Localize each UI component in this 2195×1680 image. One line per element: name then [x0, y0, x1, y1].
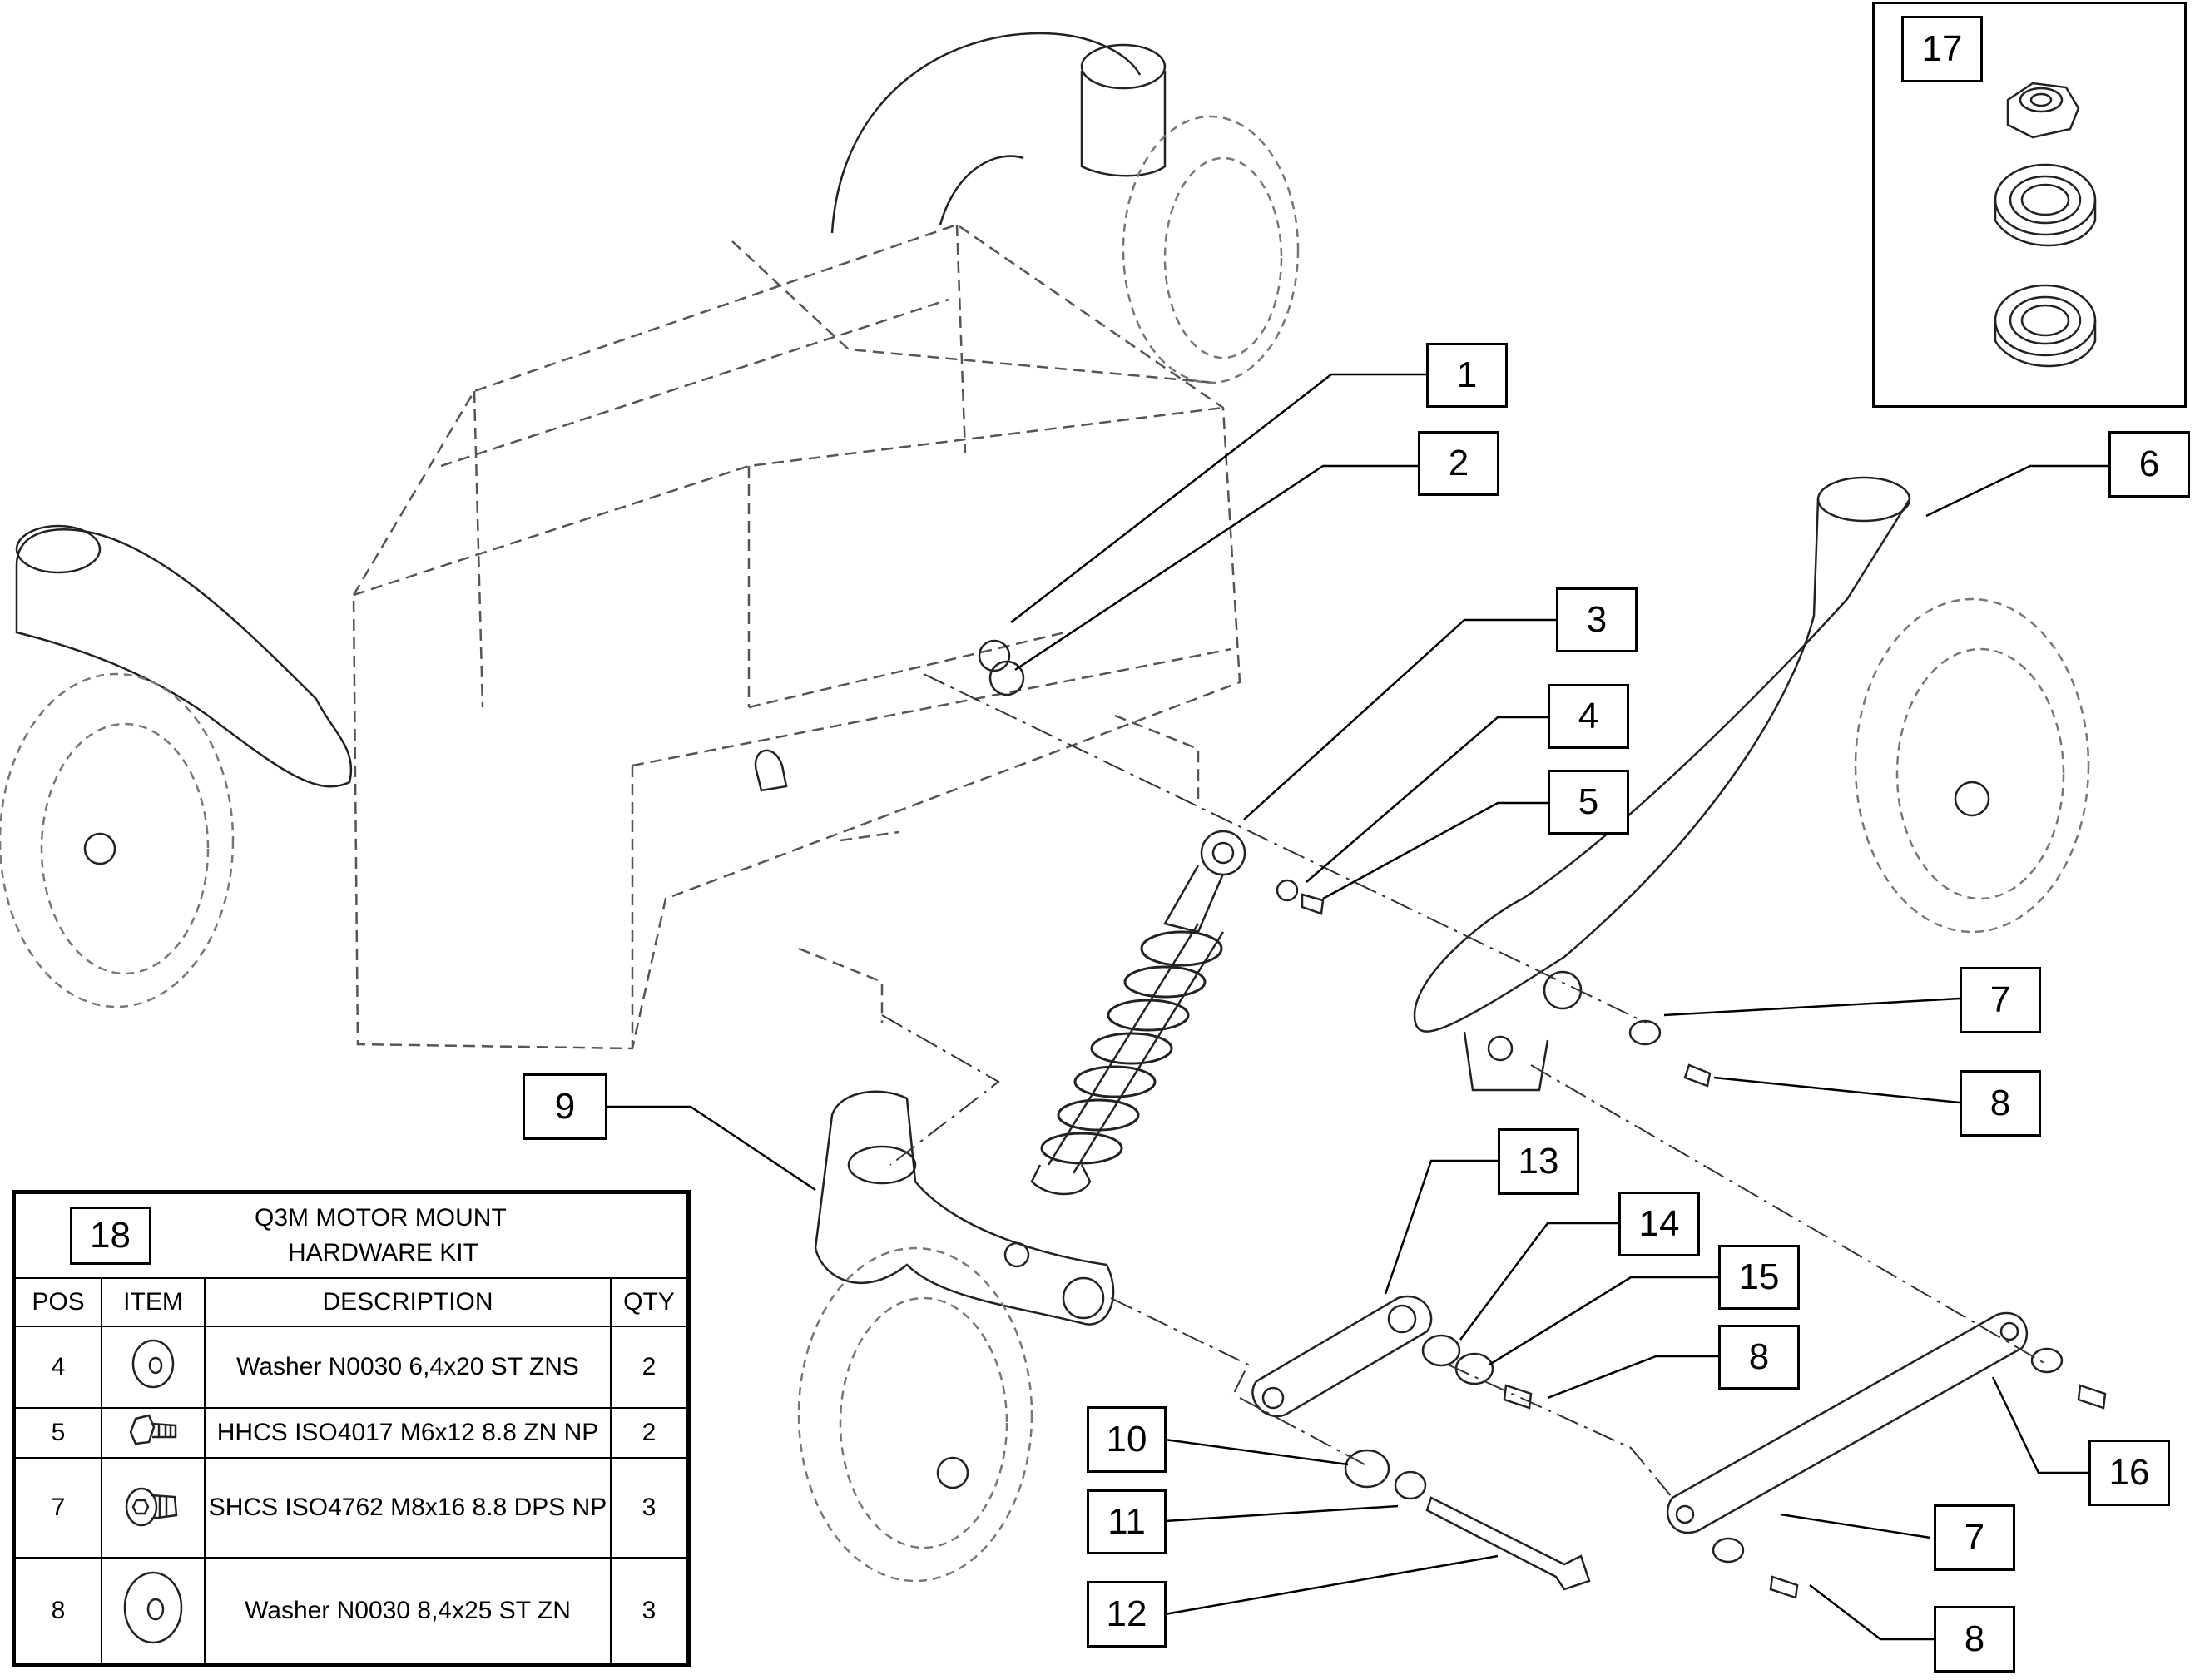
assembly-center-lines [881, 673, 2048, 1499]
row-description: HHCS ISO4017 M6x12 8.8 ZN NP [204, 1407, 612, 1459]
washer-icon [101, 1557, 206, 1665]
table-row: 4 Washer N0030 6,4x20 ST ZNS 2 [14, 1326, 688, 1409]
callout-6: 6 [2108, 431, 2190, 498]
rear-caster-top [830, 32, 1300, 384]
motor-frame-outline [352, 223, 1241, 1050]
right-caster-arm [1413, 476, 2090, 1092]
callout-5: 5 [1548, 770, 1629, 835]
table-row: 7 SHCS ISO4762 M8x16 8.8 DPS NP 3 [14, 1457, 688, 1559]
left-caster [0, 524, 353, 1008]
callout-7: 7 [1960, 967, 2041, 1033]
bearing-icon [1994, 163, 2097, 247]
callout-8: 8 [1960, 1070, 2041, 1137]
locknut-icon [2006, 82, 2080, 139]
table-row: 8 Washer N0030 8,4x25 ST ZN 3 [14, 1557, 688, 1665]
row-pos: 4 [14, 1326, 102, 1409]
callout-15: 15 [1718, 1245, 1800, 1310]
callout-10: 10 [1087, 1406, 1167, 1473]
callout-3: 3 [1556, 587, 1638, 652]
table-row: 5 HHCS ISO4017 M6x12 8.8 ZN NP 2 [14, 1407, 688, 1459]
row-description: Washer N0030 6,4x20 ST ZNS [204, 1326, 612, 1409]
front-caster-arm [797, 1090, 1115, 1583]
row-qty: 3 [610, 1557, 688, 1665]
row-qty: 3 [610, 1457, 688, 1559]
callout-8c: 8 [1934, 1606, 2015, 1673]
callout-16: 16 [2088, 1440, 2170, 1506]
callout-9: 9 [523, 1073, 607, 1140]
table-title: Q3M MOTOR MOUNT HARDWARE KIT [205, 1192, 688, 1279]
bearing-icon [1994, 284, 2097, 368]
shock-absorber [1030, 830, 1246, 1196]
callout-7b: 7 [1934, 1504, 2015, 1571]
header-item: ITEM [101, 1277, 206, 1327]
row-description-text: SHCS ISO4762 M8x16 8.8 DPS NP [208, 1494, 607, 1521]
header-qty: QTY [610, 1277, 688, 1327]
washer-icon [101, 1326, 206, 1409]
row-qty: 2 [610, 1407, 688, 1459]
callout-18: 18 [69, 1207, 151, 1265]
hardware-kit-table: 18 Q3M MOTOR MOUNT HARDWARE KIT POS ITEM… [12, 1190, 691, 1667]
callout-13: 13 [1498, 1128, 1579, 1195]
callout-2: 2 [1418, 431, 1499, 496]
table-header-row: POS ITEM DESCRIPTION QTY [14, 1277, 688, 1327]
row-qty: 2 [610, 1326, 688, 1409]
kit-number-cell: 18 [14, 1192, 205, 1279]
row-pos: 5 [14, 1407, 102, 1459]
callout-14: 14 [1618, 1192, 1700, 1256]
header-pos: POS [14, 1277, 102, 1327]
callout-4: 4 [1548, 684, 1629, 749]
header-description: DESCRIPTION [204, 1277, 612, 1327]
socket-screw-icon [101, 1457, 206, 1559]
row-pos: 8 [14, 1557, 102, 1665]
hex-bolt-icon [101, 1407, 206, 1459]
leader-lines [607, 373, 2109, 1641]
table-title-line2: HARDWARE KIT [288, 1239, 478, 1266]
table-title-line1: Q3M MOTOR MOUNT [255, 1204, 507, 1232]
callout-1: 1 [1426, 343, 1508, 408]
callout-11: 11 [1087, 1489, 1167, 1554]
row-description: SHCS ISO4762 M8x16 8.8 DPS NP [204, 1457, 612, 1559]
row-description: Washer N0030 8,4x25 ST ZN [204, 1557, 612, 1665]
kit-17-parts [1994, 82, 2097, 368]
row-pos: 7 [14, 1457, 102, 1559]
callout-8b: 8 [1718, 1325, 1800, 1390]
callout-12: 12 [1087, 1581, 1167, 1648]
kit-17-panel: 17 [1872, 2, 2187, 408]
link-plate-16 [1666, 1311, 2029, 1534]
callout-17: 17 [1901, 16, 1983, 82]
link-plate-13 [1251, 1295, 1433, 1418]
hardware-pieces [754, 639, 2107, 1599]
